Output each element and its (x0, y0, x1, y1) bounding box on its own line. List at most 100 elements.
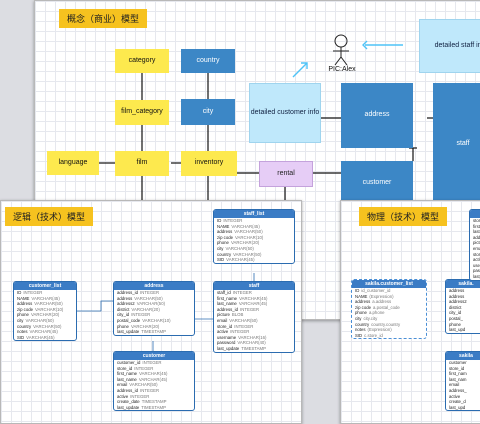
column-name: last_name (117, 376, 137, 382)
column-name: postal_ (449, 315, 463, 321)
column-type: VARCHAR(45) (239, 295, 268, 301)
column-name: last_nam (449, 376, 467, 382)
table-row: address_ (446, 388, 480, 394)
entity-staff[interactable]: staff (433, 83, 480, 205)
column-name: last_update (117, 329, 140, 335)
entity-language[interactable]: language (47, 151, 99, 175)
table-row: passw (470, 268, 480, 274)
conceptual-model-panel: 概念（商业）模型 (34, 0, 480, 320)
column-name: last_name (217, 301, 237, 307)
table-row: NAME(Expression) (352, 294, 426, 300)
column-name: last_update (217, 345, 240, 351)
table-sakila-staff[interactable]: storefirstlastaddrepictuemailstoreactive… (469, 209, 480, 281)
column-type: INTEGER (23, 290, 43, 295)
column-type: BLOB (231, 312, 244, 318)
column-type: VARCHAR(50) (136, 301, 166, 307)
table-row: last_upd (446, 327, 480, 333)
column-name: address (449, 293, 465, 299)
column-name: store_id (217, 323, 233, 329)
column-name: district (449, 304, 462, 310)
entity-film-category[interactable]: film_category (115, 100, 169, 125)
column-type: VARCHAR(45) (238, 301, 268, 307)
column-name: city_id (449, 310, 462, 316)
table-row: email (446, 382, 480, 388)
column-type: VARCHAR(40) (237, 340, 266, 346)
column-name: notes (355, 327, 366, 333)
column-name: active (117, 393, 129, 399)
column-name: ID (17, 290, 22, 295)
table-header: sakila (446, 352, 480, 360)
column-name: address (217, 229, 233, 235)
column-name: country (217, 251, 232, 257)
column-type: VARCHAR(50) (34, 301, 63, 307)
table-row: email (470, 246, 480, 252)
column-name: address_id (117, 290, 139, 295)
actor-label: PIC:Alex (328, 65, 356, 73)
column-name: country (355, 321, 370, 327)
logical-model-title: 逻辑（技术）模型 (5, 207, 94, 226)
column-type: VARCHAR(45) (226, 257, 255, 263)
column-type: INTEGER (140, 290, 160, 295)
column-name: addre (473, 234, 480, 240)
column-name: last_update (117, 404, 140, 410)
column-name: store (473, 218, 480, 223)
column-name: address (17, 301, 33, 307)
column-type: VARCHAR(50) (234, 229, 263, 235)
column-type: c.store_id (364, 332, 383, 338)
entity-film[interactable]: film (115, 151, 169, 176)
column-type: INTEGER (140, 387, 160, 393)
table-row: store_id (446, 366, 480, 372)
table-row: notes(Expression) (352, 327, 426, 333)
column-name: phone (449, 321, 461, 327)
entity-country[interactable]: country (181, 49, 235, 73)
entity-detailed-customer-info[interactable]: detailed customer info (249, 83, 321, 143)
column-name: username (217, 334, 237, 340)
column-type: TIMESTAMP (241, 345, 266, 351)
entity-inventory[interactable]: inventory (181, 151, 237, 176)
column-name: staff_id (217, 290, 231, 295)
entity-customer[interactable]: customer (341, 161, 413, 205)
column-name: email (117, 382, 128, 388)
column-name: country (17, 323, 32, 329)
column-name: last (473, 229, 480, 235)
column-name: last_upd (449, 404, 466, 410)
table-row: pictu (470, 240, 480, 246)
column-name: first (473, 223, 480, 229)
table-row: store (470, 218, 480, 224)
entity-city[interactable]: city (181, 99, 235, 125)
column-name: phone (217, 240, 229, 246)
column-name: active (217, 329, 229, 335)
entity-address[interactable]: address (341, 83, 413, 148)
entity-rental[interactable]: rental (259, 161, 313, 187)
entity-detailed-staff-info[interactable]: detailed staff info (419, 19, 480, 73)
entity-category[interactable]: category (115, 49, 169, 73)
column-type: INTEGER (223, 218, 243, 223)
column-name: zip code (17, 306, 34, 312)
column-type: TIMESTAMP (141, 399, 167, 405)
